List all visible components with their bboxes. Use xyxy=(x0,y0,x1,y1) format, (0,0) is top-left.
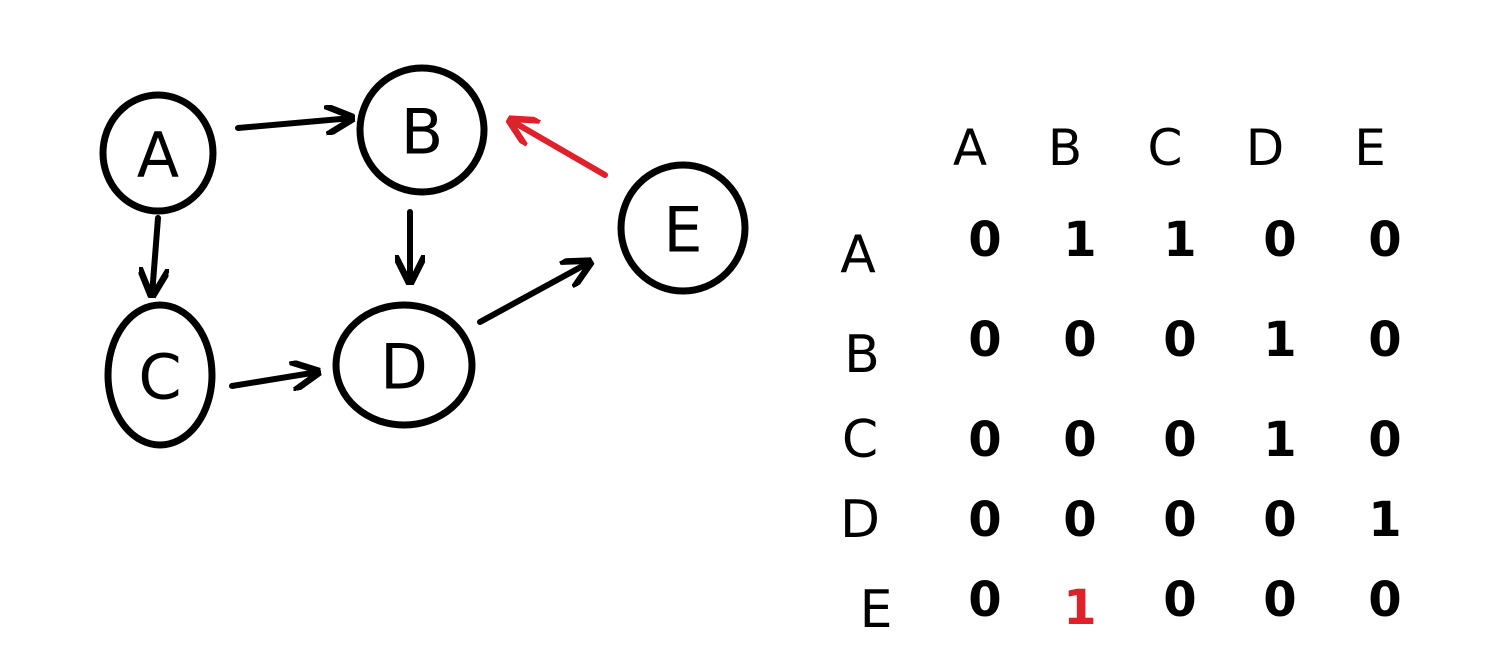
matrix-column-header: D xyxy=(1246,119,1285,177)
edge-c-to-d xyxy=(229,372,318,386)
node-b: B xyxy=(356,64,488,196)
matrix-cell: 0 xyxy=(968,572,1001,628)
node-circle xyxy=(332,301,476,429)
matrix-column-header: E xyxy=(1354,119,1386,177)
matrix-cell: 0 xyxy=(1368,412,1401,468)
matrix-row-header: A xyxy=(840,225,876,285)
matrix-cell: 0 xyxy=(1368,312,1401,368)
matrix-cell: 1 xyxy=(1063,212,1096,268)
matrix-cell: 0 xyxy=(968,312,1001,368)
graph-edges xyxy=(152,118,608,386)
edge-a-to-c xyxy=(152,215,158,295)
node-label: D xyxy=(380,331,428,404)
node-label: C xyxy=(138,341,181,414)
matrix-column-header: A xyxy=(953,119,987,177)
node-label: B xyxy=(401,96,444,169)
node-circle xyxy=(617,161,749,295)
matrix-column-header: C xyxy=(1148,119,1183,177)
matrix-cell-highlighted: 1 xyxy=(1063,580,1096,636)
edge-a-to-b xyxy=(235,118,352,128)
matrix-row-header: D xyxy=(840,490,880,550)
matrix-row-header: E xyxy=(860,580,893,640)
graph-nodes: A B C D E xyxy=(99,64,749,449)
matrix-row-header: B xyxy=(844,325,880,385)
matrix-cell: 0 xyxy=(1163,312,1196,368)
node-label: E xyxy=(663,194,702,267)
node-label: A xyxy=(137,119,179,192)
matrix-cell: 0 xyxy=(1263,212,1296,268)
matrix-cell: 1 xyxy=(1263,412,1296,468)
matrix-cell: 1 xyxy=(1368,492,1401,548)
node-circle xyxy=(356,64,488,196)
node-circle xyxy=(104,301,216,449)
matrix-cell: 0 xyxy=(968,212,1001,268)
matrix-cell: 0 xyxy=(1063,312,1096,368)
node-a: A xyxy=(99,91,217,215)
matrix-cell: 0 xyxy=(1163,572,1196,628)
node-c: C xyxy=(104,301,216,449)
matrix-cell: 1 xyxy=(1163,212,1196,268)
matrix-column-header: B xyxy=(1048,119,1082,177)
matrix-cell: 0 xyxy=(1163,492,1196,548)
matrix-row-header: C xyxy=(842,410,878,470)
matrix-cell: 0 xyxy=(968,492,1001,548)
matrix-cell: 0 xyxy=(1368,572,1401,628)
matrix-cell: 0 xyxy=(1063,412,1096,468)
matrix-cell: 0 xyxy=(1263,492,1296,548)
node-e: E xyxy=(617,161,749,295)
matrix-cell: 0 xyxy=(1368,212,1401,268)
matrix-cell: 0 xyxy=(1263,572,1296,628)
matrix-cell: 1 xyxy=(1263,312,1296,368)
node-d: D xyxy=(332,301,476,429)
matrix-cell: 0 xyxy=(968,412,1001,468)
edge-e-to-b-highlighted xyxy=(510,120,608,178)
edge-d-to-e xyxy=(477,262,590,325)
matrix-cell: 0 xyxy=(1063,492,1096,548)
matrix-cell: 0 xyxy=(1163,412,1196,468)
node-circle xyxy=(99,91,217,215)
